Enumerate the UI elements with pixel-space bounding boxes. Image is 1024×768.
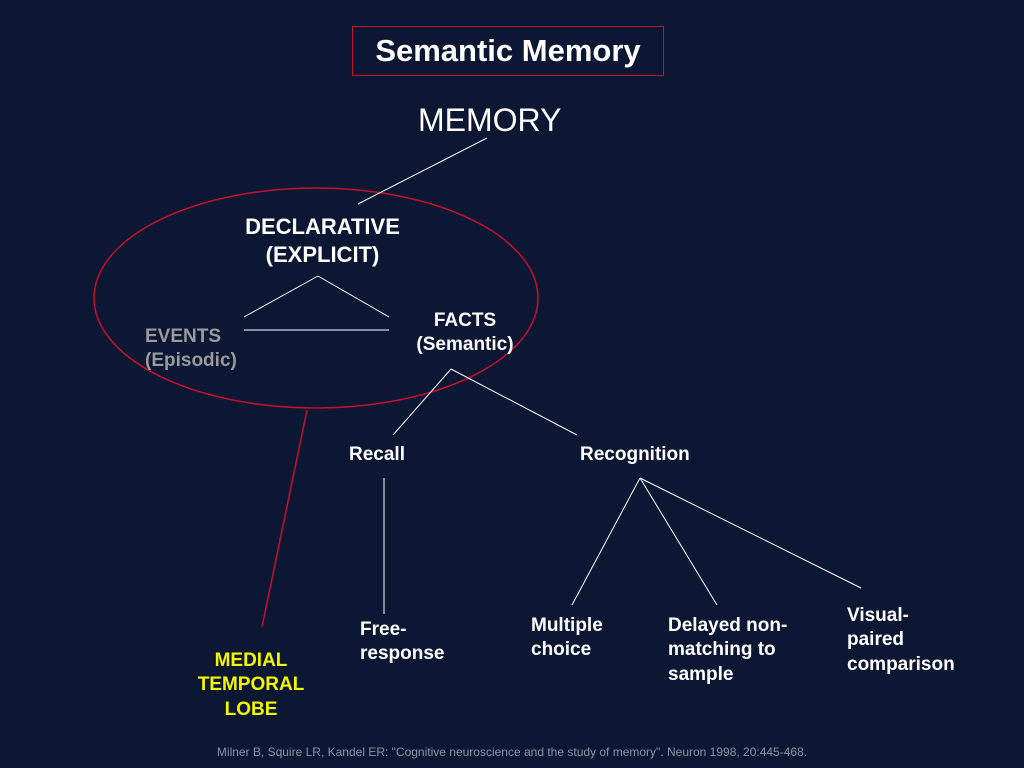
node-events: EVENTS (Episodic) (145, 326, 237, 372)
line-recognition-visual (639, 477, 862, 589)
node-memory: MEMORY (418, 102, 562, 138)
node-declarative: DECLARATIVE (EXPLICIT) (245, 214, 400, 268)
line-declarative-facts (317, 275, 390, 318)
node-multiple-choice: Multiple choice (531, 615, 603, 661)
node-delayed-nonmatching: Delayed non- matching to sample (668, 615, 788, 685)
slide-title: Semantic Memory (352, 26, 664, 76)
node-recall: Recall (349, 444, 405, 465)
node-free-response: Free- response (360, 619, 445, 665)
line-declarative-events (243, 275, 319, 318)
node-facts: FACTS (Semantic) (416, 310, 514, 356)
node-medial-temporal-lobe: MEDIAL TEMPORAL LOBE (197, 650, 305, 720)
node-recognition: Recognition (580, 444, 690, 465)
line-facts-recognition (450, 368, 578, 436)
line-to-mtl (261, 409, 308, 628)
line-facts-recall (392, 368, 452, 436)
citation: Milner B, Squire LR, Kandel ER: "Cogniti… (216, 745, 808, 759)
node-visual-paired: Visual- paired comparison (847, 605, 955, 675)
line-memory-declarative (357, 137, 488, 205)
declarative-ellipse (93, 187, 539, 409)
line-recognition-multiple (571, 477, 641, 606)
line-recognition-delayed (639, 477, 718, 606)
